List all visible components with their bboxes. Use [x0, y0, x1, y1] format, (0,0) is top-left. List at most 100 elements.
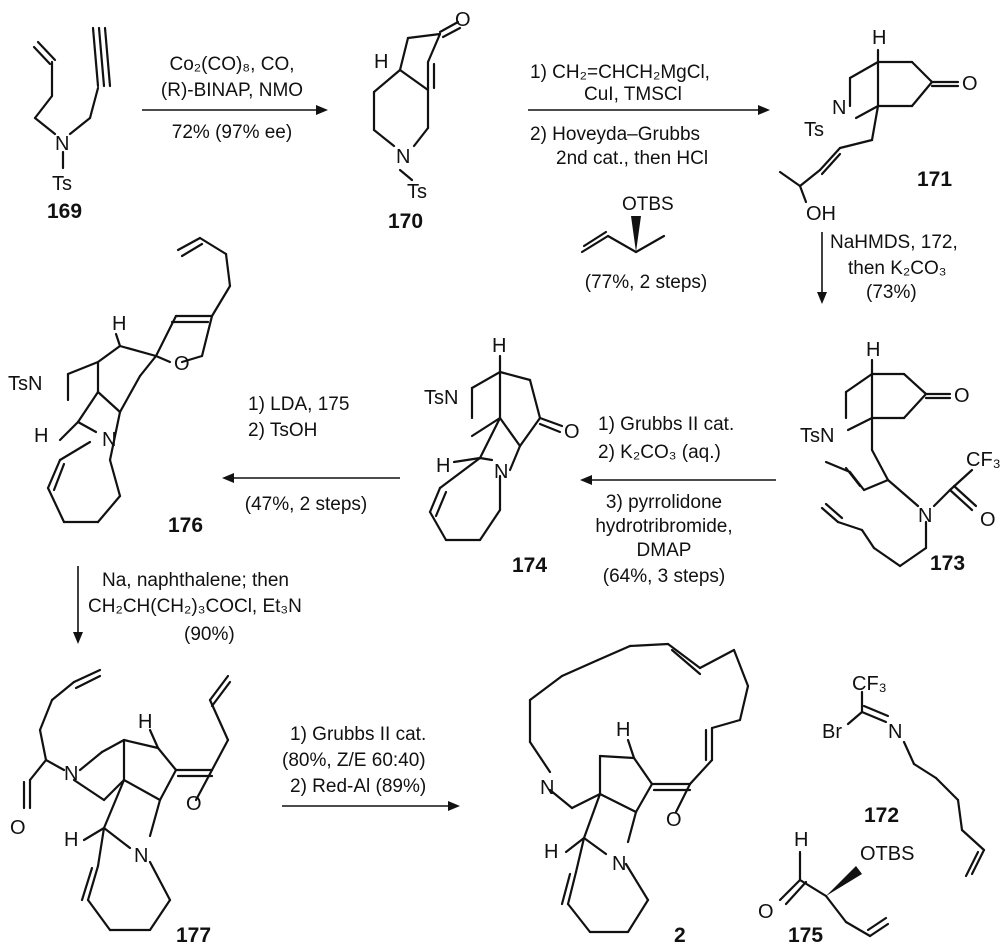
conditions-3-line3: (73%) [866, 282, 917, 303]
atom-h: H [492, 335, 506, 357]
compound-label-169: 169 [47, 200, 82, 223]
atom-ts: Ts [407, 181, 427, 203]
atom-tsn: TsN [8, 373, 42, 395]
compound-171-structure: H O N Ts OH [778, 27, 978, 225]
compound-label-174: 174 [512, 554, 547, 577]
conditions-6-line3: (90%) [184, 624, 235, 645]
atom-h: H [872, 27, 886, 49]
conditions-2-line1: 1) CH₂=CHCH₂MgCl, [530, 62, 710, 83]
conditions-4-line1: 1) Grubbs II cat. [598, 414, 734, 435]
atom-h: H [374, 51, 388, 73]
compound-label-176: 176 [168, 514, 203, 537]
atom-ts: Ts [804, 119, 824, 141]
conditions-5-line1: 1) LDA, 175 [248, 394, 349, 415]
atom-n: N [64, 763, 78, 785]
reaction-arrow-5 [222, 473, 400, 483]
atom-h: H [544, 841, 558, 863]
conditions-4-line5: DMAP [637, 540, 692, 561]
atom-o: O [174, 353, 190, 375]
reaction-arrow-3 [817, 232, 827, 304]
compound-174-structure: H O TsN H N [424, 335, 580, 542]
conditions-4-line3: 3) pyrrolidone [606, 492, 722, 513]
atom-h: H [866, 339, 880, 361]
atom-tsn: TsN [800, 425, 834, 447]
atom-n: N [918, 505, 932, 527]
atom-h: H [138, 711, 152, 733]
atom-o: O [954, 385, 970, 407]
compound-169-structure: N Ts [32, 26, 112, 195]
conditions-6-line2: CH₂CH(CH₂)₃COCl, Et₃N [88, 596, 302, 617]
conditions-1-line2: (R)-BINAP, NMO [161, 80, 303, 101]
compound-label-171: 171 [917, 168, 952, 191]
atom-cf3: CF₃ [852, 673, 887, 695]
atom-h: H [794, 829, 808, 851]
compound-173-structure: H O TsN N CF₃ O [800, 339, 1001, 568]
reaction-arrow-7 [282, 801, 460, 811]
compound-177-structure: H N O O H N [10, 668, 232, 932]
reaction-arrow-2 [528, 105, 770, 115]
atom-h: H [616, 719, 630, 741]
atom-n: N [134, 845, 148, 867]
conditions-5-line2: 2) TsOH [248, 420, 317, 441]
conditions-2-line2: CuI, TMSCl [584, 84, 682, 105]
atom-n: N [540, 777, 554, 799]
atom-n: N [396, 146, 410, 168]
compound-172-structure: CF₃ Br N [822, 673, 986, 878]
conditions-4-line6: (64%, 3 steps) [603, 566, 726, 587]
conditions-1-yield: 72% (97% ee) [172, 122, 292, 143]
compound-label-175: 175 [788, 924, 823, 947]
atom-o: O [980, 509, 996, 531]
conditions-6-line1: Na, naphthalene; then [102, 570, 289, 591]
conditions-7-line2: (80%, Z/E 60:40) [282, 750, 426, 771]
atom-ts: Ts [52, 173, 72, 195]
conditions-4-line2: 2) K₂CO₃ (aq.) [598, 442, 721, 463]
atom-n: N [612, 853, 626, 875]
reaction-arrow-4 [580, 475, 776, 485]
atom-otbs: OTBS [860, 843, 914, 865]
conditions-7-line1: 1) Grubbs II cat. [290, 724, 426, 745]
reaction-arrow-1 [142, 105, 328, 115]
conditions-2-line3: 2) Hoveyda–Grubbs [530, 124, 700, 145]
compound-176-structure: H O TsN H N [8, 236, 232, 524]
atom-o: O [564, 421, 580, 443]
compound-175-structure: H O OTBS [758, 829, 914, 938]
atom-tsn: TsN [424, 387, 458, 409]
atom-o: O [455, 9, 471, 31]
atom-n: N [888, 721, 902, 743]
atom-br: Br [822, 721, 842, 743]
atom-o: O [666, 809, 682, 831]
atom-h: H [112, 313, 126, 335]
atom-o: O [758, 901, 774, 923]
atom-o: O [10, 817, 26, 839]
atom-n: N [55, 133, 69, 155]
conditions-4-line4: hydrotribromide, [595, 516, 732, 537]
conditions-3-line2: then K₂CO₃ [848, 258, 947, 279]
conditions-2-line4: 2nd cat., then HCl [556, 148, 708, 169]
compound-label-2: 2 [674, 924, 686, 947]
compound-label-172: 172 [864, 804, 899, 827]
conditions-5-yield: (47%, 2 steps) [245, 494, 368, 515]
atom-n: N [102, 429, 116, 451]
atom-o: O [186, 793, 202, 815]
reagent-otbs: OTBS [622, 194, 674, 215]
atom-oh: OH [806, 203, 836, 225]
compound-170-structure: O H N Ts [372, 9, 471, 203]
compound-label-170: 170 [388, 210, 423, 233]
conditions-7-line3: 2) Red-Al (89%) [290, 776, 426, 797]
atom-o: O [962, 73, 978, 95]
atom-cf3: CF₃ [966, 449, 1001, 471]
conditions-1-line1: Co₂(CO)₈, CO, [169, 54, 294, 75]
allyl-ether-reagent-structure [580, 216, 666, 254]
conditions-2-yield: (77%, 2 steps) [585, 272, 708, 293]
compound-label-177: 177 [176, 924, 211, 947]
reaction-arrow-6 [73, 566, 83, 644]
compound-label-173: 173 [930, 552, 965, 575]
compound-2-structure: H N O H N [528, 642, 750, 934]
atom-h: H [64, 829, 78, 851]
atom-h: H [436, 455, 450, 477]
conditions-3-line1: NaHMDS, 172, [830, 232, 958, 253]
atom-n: N [832, 97, 846, 119]
atom-n: N [494, 461, 508, 483]
atom-h: H [34, 425, 48, 447]
